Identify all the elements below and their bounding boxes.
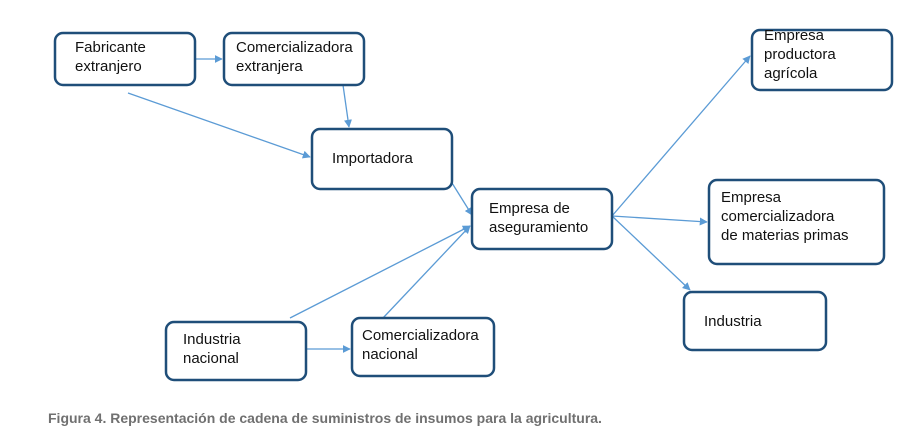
nodes-layer: FabricanteextranjeroComercializadoraextr… (53, 27, 894, 382)
node-label-line: Industria (704, 313, 762, 330)
node-fabricante-extranjero: Fabricante extranjero (53, 31, 197, 87)
node-label-line: productora (764, 46, 836, 63)
node-box (350, 316, 496, 378)
node-comercializadora-nacional: Comercializadora nacional (350, 316, 496, 378)
edge-importadora-to-empresa-aseguramiento (451, 182, 473, 216)
node-box (53, 31, 197, 87)
node-box (470, 187, 614, 251)
edges-layer (127, 55, 751, 353)
node-industria-nacional: Industria nacional (164, 320, 308, 382)
node-label-line: agrícola (764, 65, 818, 82)
node-label-line: Fabricante (75, 39, 146, 56)
edge-comercializadora-nacional-to-empresa-aseguramiento (382, 225, 471, 319)
node-label-line: comercializadora (721, 208, 835, 225)
node-box (310, 127, 454, 191)
node-box (750, 28, 894, 92)
node-label-line: Comercializadora (362, 327, 479, 344)
node-box (707, 178, 886, 266)
edge-industria-nacional-to-empresa-aseguramiento (289, 225, 471, 319)
figure-caption: Figura 4. Representación de cadena de su… (48, 410, 602, 426)
node-label-line: extranjero (75, 58, 142, 75)
node-box (222, 31, 366, 87)
node-label-line: Empresa de (489, 200, 570, 217)
edge-empresa-aseguramiento-to-empresa-comercializadora-materias-primas (611, 215, 708, 226)
edge-empresa-aseguramiento-to-industria (611, 215, 691, 291)
node-label-line: Industria (183, 331, 241, 348)
node-industria: Industria (682, 290, 828, 352)
node-label-line: Empresa (721, 189, 782, 206)
node-label-line: Comercializadora (236, 39, 353, 56)
node-label-line: Importadora (332, 150, 414, 167)
node-box (164, 320, 308, 382)
node-box (682, 290, 828, 352)
node-importadora: Importadora (310, 127, 454, 191)
node-label-line: aseguramiento (489, 219, 588, 236)
node-empresa-productora-agricola: Empresa productora agrícola (750, 27, 894, 92)
node-empresa-comercializadora-materias-primas: Empresa comercializadora de materias prima… (707, 178, 886, 266)
node-label-line: nacional (183, 350, 239, 367)
node-comercializadora-extranjera: Comercializadora extranjera (222, 31, 366, 87)
node-label-line: Empresa (764, 27, 825, 44)
edge-empresa-aseguramiento-to-empresa-productora-agricola (611, 55, 751, 217)
node-label-line: de materias primas (721, 227, 849, 244)
node-empresa-aseguramiento: Empresa de aseguramiento (470, 187, 614, 251)
edge-fabricante-extranjero-to-importadora (127, 92, 311, 159)
supply-chain-diagram: FabricanteextranjeroComercializadoraextr… (53, 27, 894, 382)
node-label-line: nacional (362, 346, 418, 363)
node-label-line: extranjera (236, 58, 303, 75)
edge-comercializadora-extranjera-to-importadora (342, 84, 352, 128)
